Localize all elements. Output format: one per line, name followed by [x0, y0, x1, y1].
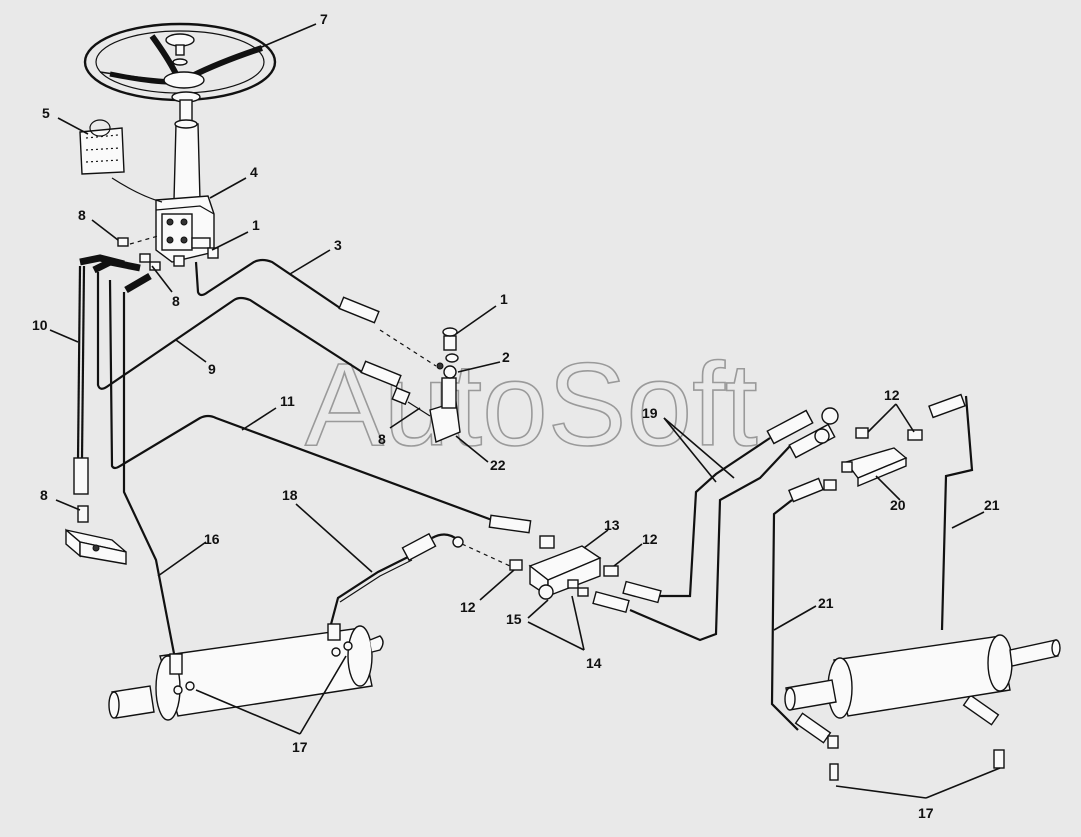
callout-8-lower: 8: [40, 487, 48, 503]
steering-wheel: [83, 22, 277, 102]
callout-1-valve: 1: [252, 217, 260, 233]
callout-22: 22: [490, 457, 506, 473]
callout-15: 15: [506, 611, 522, 627]
hydraulic-hoses: [76, 258, 974, 731]
manifold-block-20: [841, 427, 923, 488]
callout-21-right: 21: [984, 497, 1000, 513]
leader-lines: [49, 23, 1001, 799]
callout-1-priority: 1: [500, 291, 508, 307]
callout-17-right: 17: [918, 805, 934, 821]
steering-column: [171, 91, 201, 201]
callout-20: 20: [890, 497, 906, 513]
callout-21-left: 21: [818, 595, 834, 611]
steering-cylinder-right: [784, 634, 1061, 781]
callout-13: 13: [604, 517, 620, 533]
callout-17-left: 17: [292, 739, 308, 755]
mount-block: [65, 505, 127, 565]
callout-16: 16: [204, 531, 220, 547]
callout-11: 11: [280, 393, 295, 409]
callout-labels: 7 5 4 8 1 8 3 10 9 1 2 11 8 22 19 12 20 …: [32, 11, 1000, 821]
callout-8-upper: 8: [78, 207, 86, 223]
callout-10: 10: [32, 317, 48, 333]
callout-8-valve: 8: [172, 293, 180, 309]
callout-12-left: 12: [460, 599, 476, 615]
hose-end-fittings: [73, 296, 1000, 744]
manifold-block-13: [461, 543, 619, 600]
steering-valve: [155, 195, 215, 267]
steering-cylinder-left: [108, 623, 384, 721]
priority-valve: [379, 327, 461, 443]
callout-19: 19: [642, 405, 658, 421]
watermark: AutoSoft: [305, 339, 758, 471]
callout-3: 3: [334, 237, 342, 253]
valve-fittings: [79, 235, 219, 294]
callout-9: 9: [208, 361, 216, 377]
callout-8-priority: 8: [378, 431, 386, 447]
callout-12-right: 12: [642, 531, 658, 547]
callout-4: 4: [250, 164, 258, 180]
callout-14: 14: [586, 655, 602, 671]
callout-2: 2: [502, 349, 510, 365]
callout-7: 7: [320, 11, 328, 27]
callout-18: 18: [282, 487, 298, 503]
callout-5: 5: [42, 105, 50, 121]
parts-bag: [79, 119, 163, 203]
callout-12-upper: 12: [884, 387, 900, 403]
